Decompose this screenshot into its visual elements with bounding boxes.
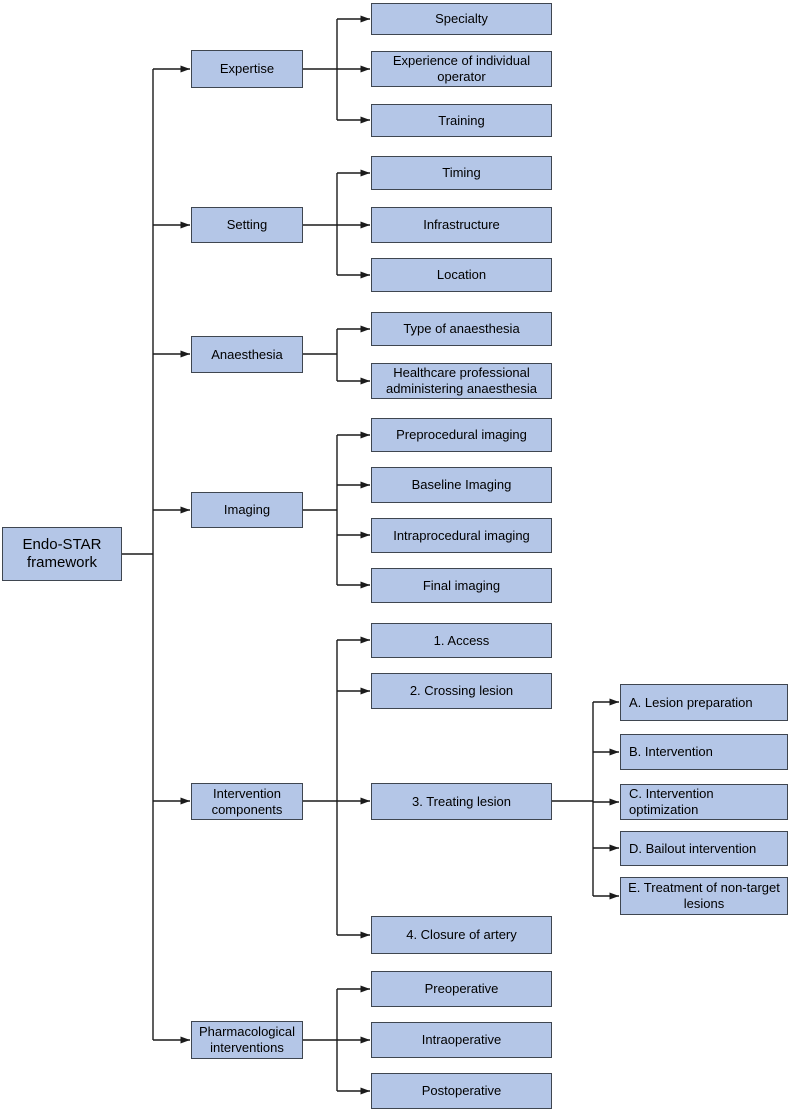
node-pharmacological-interventions: Pharmacological interventions [191, 1021, 303, 1059]
connector-setting-group [303, 169, 370, 279]
node-preprocedural-imaging: Preprocedural imaging [371, 418, 552, 452]
node-bailout-intervention: D. Bailout intervention [620, 831, 788, 866]
node-preoperative: Preoperative [371, 971, 552, 1007]
connector-treating-lesion-group [552, 698, 619, 900]
node-crossing-lesion: 2. Crossing lesion [371, 673, 552, 709]
node-timing: Timing [371, 156, 552, 190]
node-training: Training [371, 104, 552, 137]
connector-intervention-group [303, 636, 370, 939]
node-location: Location [371, 258, 552, 292]
node-intervention: B. Intervention [620, 734, 788, 770]
node-treating-lesion: 3. Treating lesion [371, 783, 552, 820]
node-healthcare-professional-administering-anaesthesia: Healthcare professional administering an… [371, 363, 552, 399]
node-final-imaging: Final imaging [371, 568, 552, 603]
node-lesion-preparation: A. Lesion preparation [620, 684, 788, 721]
node-type-of-anaesthesia: Type of anaesthesia [371, 312, 552, 346]
node-postoperative: Postoperative [371, 1073, 552, 1109]
node-access: 1. Access [371, 623, 552, 658]
node-experience-of-individual-operator: Experience of individual operator [371, 51, 552, 87]
node-infrastructure: Infrastructure [371, 207, 552, 243]
connector-expertise-group [303, 15, 370, 124]
node-endo-star-framework: Endo-STAR framework [2, 527, 122, 581]
connector-imaging-group [303, 431, 370, 589]
node-treatment-of-non-target-lesions: E. Treatment of non-target lesions [620, 877, 788, 915]
connector-root-to-level1 [122, 65, 190, 1044]
node-expertise: Expertise [191, 50, 303, 88]
node-anaesthesia: Anaesthesia [191, 336, 303, 373]
node-setting: Setting [191, 207, 303, 243]
node-intervention-components: Intervention components [191, 783, 303, 820]
node-baseline-imaging: Baseline Imaging [371, 467, 552, 503]
node-closure-of-artery: 4. Closure of artery [371, 916, 552, 954]
node-specialty: Specialty [371, 3, 552, 35]
node-imaging: Imaging [191, 492, 303, 528]
connector-anaesthesia-group [303, 325, 370, 385]
node-intraoperative: Intraoperative [371, 1022, 552, 1058]
connector-pharmacological-group [303, 985, 370, 1095]
node-intervention-optimization: C. Intervention optimization [620, 784, 788, 820]
node-intraprocedural-imaging: Intraprocedural imaging [371, 518, 552, 553]
